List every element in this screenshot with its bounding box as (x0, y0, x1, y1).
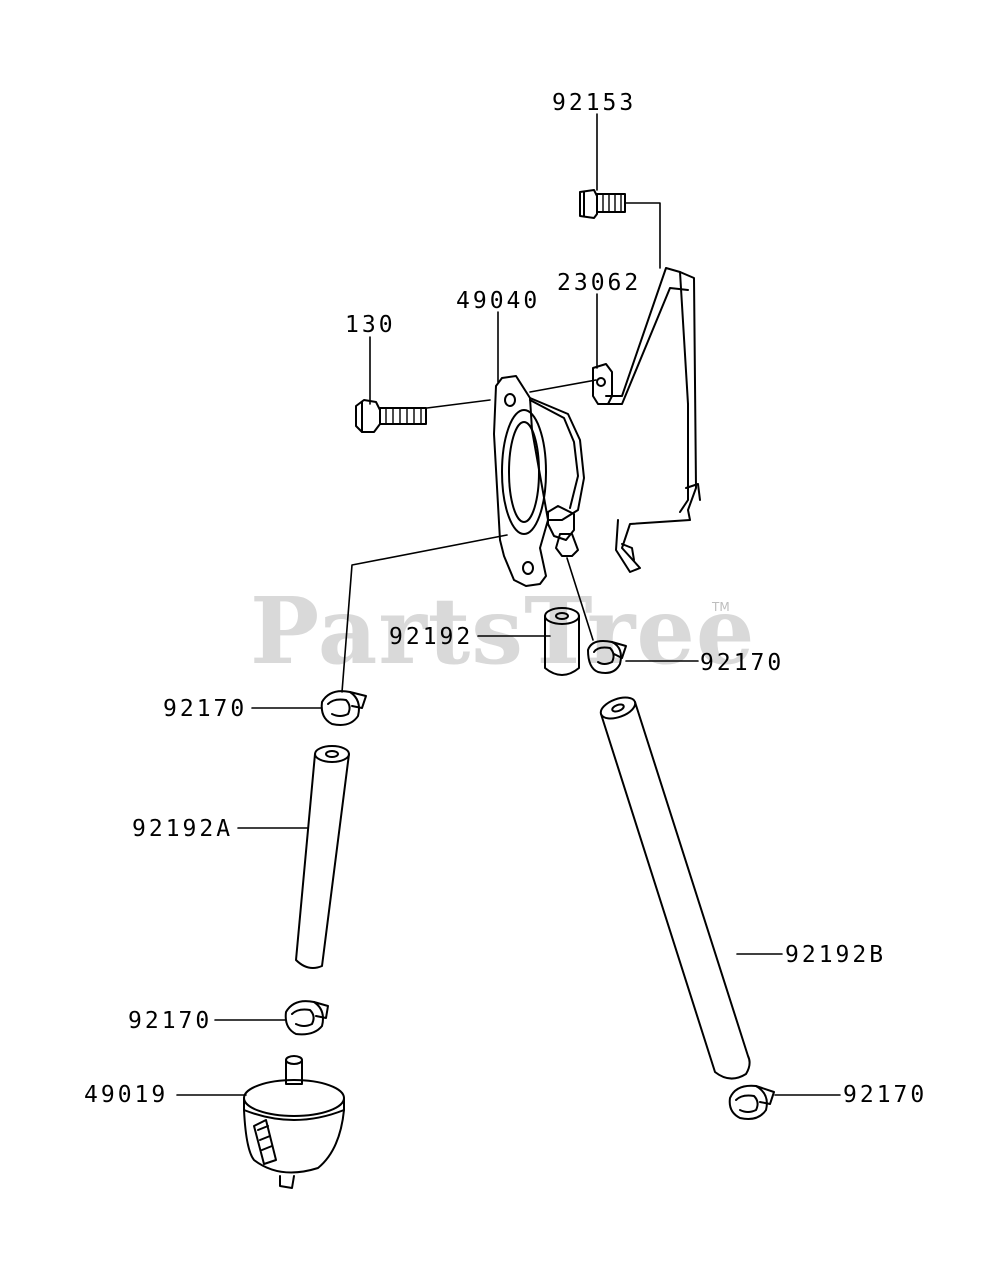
callout-92170-filter-top: 92170 (128, 1008, 213, 1034)
callout-23062: 23062 (557, 270, 642, 296)
callout-92170-hose-b-end: 92170 (843, 1082, 928, 1108)
bolt-92153-drawing (579, 189, 626, 219)
bolt-130-drawing (355, 399, 427, 433)
hose-92192B-drawing (599, 696, 751, 1080)
leader-lines (176, 113, 841, 1096)
trademark-mark: TM (712, 600, 730, 614)
filter-49019-drawing (243, 1055, 345, 1189)
pump-49040-drawing (493, 375, 585, 587)
callout-92170-outlet: 92170 (700, 650, 785, 676)
callout-92153: 92153 (552, 90, 637, 116)
callout-92192: 92192 (389, 624, 474, 650)
clamp-92170-inlet-drawing (320, 690, 367, 726)
clamp-92170-filter-top-drawing (284, 1000, 329, 1036)
hose-92192A-drawing (295, 745, 350, 969)
bracket-23062-drawing (592, 267, 701, 573)
callout-92192B: 92192B (785, 942, 887, 968)
callout-130: 130 (345, 312, 396, 338)
clamp-92170-hose-b-end-drawing (728, 1084, 775, 1120)
callout-49019: 49019 (84, 1082, 169, 1108)
callout-92192A: 92192A (132, 816, 234, 842)
clamp-92170-outlet-drawing (587, 640, 627, 674)
hose-92192-drawing (544, 607, 580, 676)
callout-92170-inlet: 92170 (163, 696, 248, 722)
callout-49040: 49040 (456, 288, 541, 314)
